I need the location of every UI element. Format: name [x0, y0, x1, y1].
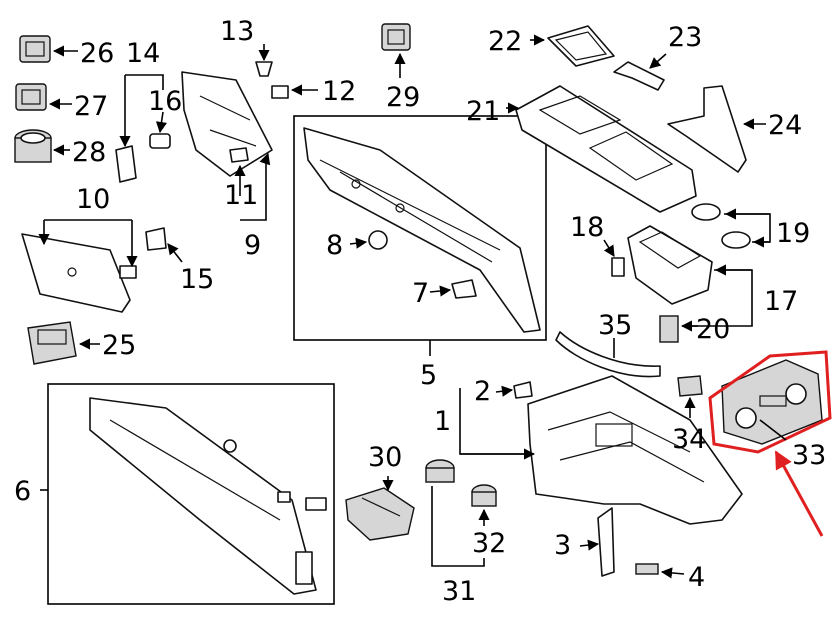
- callout-20: 20: [696, 314, 730, 345]
- callout-25: 25: [102, 330, 136, 361]
- callout-22: 22: [488, 26, 522, 57]
- callout-19: 19: [776, 218, 810, 249]
- callout-16: 16: [148, 86, 182, 117]
- part-19-caps[interactable]: [691, 203, 751, 249]
- part-9-side-panel[interactable]: [181, 71, 273, 177]
- callout-17: 17: [764, 286, 798, 317]
- part-5-panel[interactable]: [303, 127, 541, 333]
- part-2-clip[interactable]: [513, 381, 533, 399]
- part-33-climate-control-panel[interactable]: [721, 359, 823, 445]
- part-21-console-top[interactable]: [515, 85, 697, 213]
- callout-8: 8: [326, 230, 343, 261]
- part-12-screw[interactable]: [271, 85, 289, 99]
- callout-7: 7: [412, 278, 429, 309]
- part-23-trim[interactable]: [613, 61, 665, 91]
- part-27-switch[interactable]: [15, 83, 47, 111]
- callout-31: 31: [442, 576, 476, 607]
- callout-14: 14: [126, 38, 160, 69]
- part-16-clip[interactable]: [149, 133, 171, 149]
- callout-12: 12: [322, 76, 356, 107]
- callout-33: 33: [792, 440, 826, 471]
- part-22-mat[interactable]: [547, 25, 615, 67]
- part-32-socket[interactable]: [471, 484, 497, 507]
- part-35-duct[interactable]: [555, 331, 661, 378]
- callout-2: 2: [474, 376, 491, 407]
- callout-13: 13: [220, 16, 254, 47]
- part-15-clip[interactable]: [145, 227, 167, 251]
- group-box-5: [293, 115, 547, 341]
- callout-28: 28: [72, 137, 106, 168]
- callout-26: 26: [80, 38, 114, 69]
- part-11-clip[interactable]: [229, 147, 249, 163]
- part-31-socket[interactable]: [425, 459, 455, 483]
- callout-29: 29: [386, 82, 420, 113]
- callout-11: 11: [224, 180, 258, 211]
- callout-23: 23: [668, 22, 702, 53]
- part-1-console-base[interactable]: [527, 375, 743, 525]
- part-17-storage-tray[interactable]: [627, 225, 713, 305]
- part-30-cupholder[interactable]: [345, 487, 415, 541]
- callout-21: 21: [466, 96, 500, 127]
- callout-32: 32: [472, 528, 506, 559]
- part-25-module[interactable]: [27, 321, 77, 365]
- part-24-shifter-boot[interactable]: [667, 85, 747, 173]
- part-4-bolt[interactable]: [635, 563, 659, 575]
- part-20-switch[interactable]: [659, 315, 679, 343]
- part-6-panel[interactable]: [89, 397, 327, 595]
- callout-27: 27: [74, 91, 108, 122]
- callout-3: 3: [554, 530, 571, 561]
- callout-24: 24: [768, 110, 802, 141]
- part-14-bracket[interactable]: [115, 145, 137, 183]
- part-29-switch[interactable]: [381, 23, 411, 51]
- callout-4: 4: [688, 562, 705, 593]
- part-26-switch[interactable]: [19, 35, 51, 63]
- part-3-bracket[interactable]: [597, 507, 615, 577]
- part-10-panel[interactable]: [21, 233, 137, 313]
- callout-34: 34: [672, 424, 706, 455]
- highlight-arrow: [774, 450, 824, 537]
- callout-30: 30: [368, 442, 402, 473]
- group-box-6: [47, 383, 335, 605]
- callout-35: 35: [598, 310, 632, 341]
- part-18-clip[interactable]: [611, 257, 625, 277]
- callout-1: 1: [434, 406, 451, 437]
- callout-9: 9: [244, 230, 261, 261]
- callout-6: 6: [14, 476, 31, 507]
- callout-18: 18: [570, 212, 604, 243]
- callout-10: 10: [76, 184, 110, 215]
- part-28-socket[interactable]: [14, 129, 52, 163]
- part-13-clip[interactable]: [255, 61, 273, 77]
- callout-15: 15: [180, 264, 214, 295]
- part-7-clip[interactable]: [451, 279, 477, 299]
- part-34-connector[interactable]: [677, 375, 703, 397]
- part-8-clip[interactable]: [368, 230, 388, 250]
- highlight-outline: [708, 350, 832, 454]
- callout-5: 5: [420, 360, 437, 391]
